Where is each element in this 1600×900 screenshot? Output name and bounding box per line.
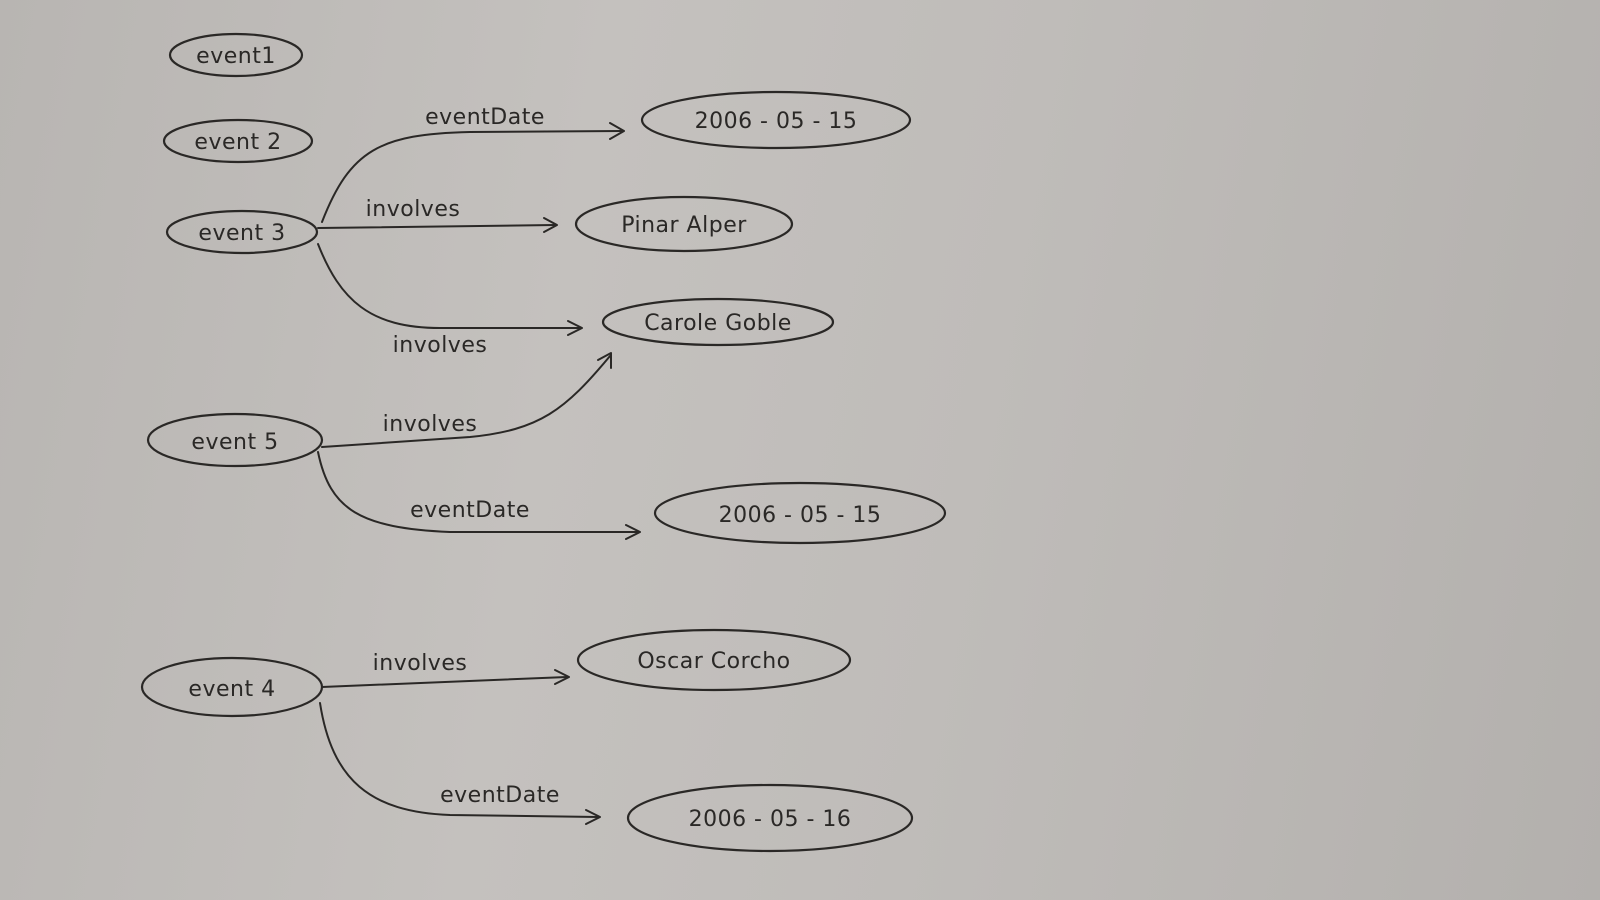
arrowhead-icon xyxy=(554,669,570,685)
edge-event4-eventdate-label: eventDate xyxy=(440,783,560,808)
edge-event3-eventdate: eventDate xyxy=(321,105,625,223)
edge-event5-involves-carole: involves xyxy=(321,352,612,448)
node-person-oscar-label: Oscar Corcho xyxy=(637,649,790,674)
arrowhead-icon xyxy=(567,320,583,336)
node-date-event5: 2006 - 05 - 15 xyxy=(653,481,947,545)
node-person-pinar: Pinar Alper xyxy=(574,195,794,253)
node-event5-label: event 5 xyxy=(191,430,278,455)
node-event1: event1 xyxy=(168,32,304,78)
node-event2: event 2 xyxy=(162,118,314,164)
edge-event3-involves-carole: involves xyxy=(317,243,583,358)
edge-event4-eventdate: eventDate xyxy=(319,702,601,825)
node-event3-label: event 3 xyxy=(198,221,285,246)
edge-event5-eventdate-label: eventDate xyxy=(410,498,530,523)
arrowhead-icon xyxy=(585,809,601,825)
node-date-event4: 2006 - 05 - 16 xyxy=(626,783,914,853)
node-date-event3-label: 2006 - 05 - 15 xyxy=(695,109,858,134)
arrowhead-icon xyxy=(597,352,612,369)
edge-event4-involves-oscar: involves xyxy=(321,651,570,688)
edge-event3-involves-pinar: involves xyxy=(317,197,558,233)
node-person-carole-label: Carole Goble xyxy=(644,311,792,336)
edge-event5-eventdate: eventDate xyxy=(317,451,641,540)
node-event3: event 3 xyxy=(165,209,319,255)
node-event1-label: event1 xyxy=(196,44,276,69)
node-event4: event 4 xyxy=(140,656,324,718)
node-date-event4-label: 2006 - 05 - 16 xyxy=(689,807,852,832)
node-event2-label: event 2 xyxy=(194,130,281,155)
node-person-oscar: Oscar Corcho xyxy=(576,628,852,692)
node-event4-label: event 4 xyxy=(188,677,275,702)
edge-event3-eventdate-label: eventDate xyxy=(425,105,545,130)
edge-event4-involves-oscar-label: involves xyxy=(373,651,468,676)
arrowhead-icon xyxy=(543,217,558,233)
node-event5: event 5 xyxy=(146,412,324,468)
edge-event5-involves-carole-label: involves xyxy=(383,412,478,437)
arrowhead-icon xyxy=(609,122,625,140)
edge-event3-involves-carole-label: involves xyxy=(393,333,488,358)
edge-event3-involves-pinar-label: involves xyxy=(366,197,461,222)
node-date-event3: 2006 - 05 - 15 xyxy=(640,90,912,150)
node-date-event5-label: 2006 - 05 - 15 xyxy=(719,503,882,528)
arrowhead-icon xyxy=(625,524,641,540)
node-person-carole: Carole Goble xyxy=(601,297,835,347)
node-person-pinar-label: Pinar Alper xyxy=(621,213,747,238)
